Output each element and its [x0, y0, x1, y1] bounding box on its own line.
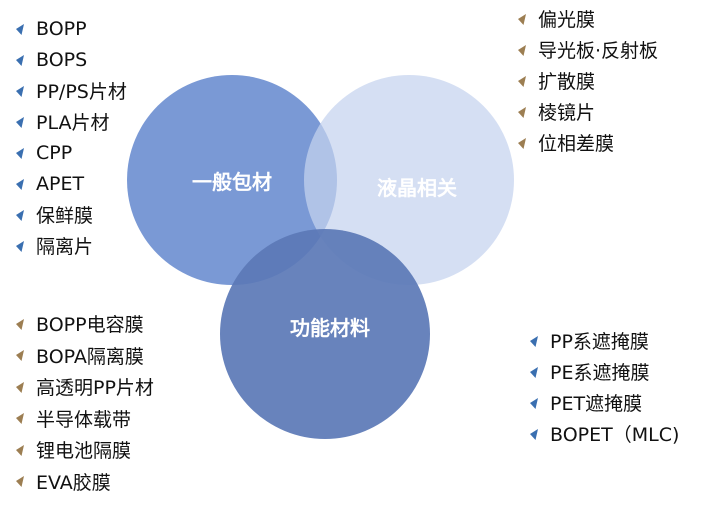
pin-bullet-icon [518, 13, 526, 25]
list-masking-films: PP系遮掩膜 PE系遮掩膜 PET遮掩膜 BOPET（MLC) [527, 325, 679, 449]
circle-label-right: 液晶相关 [377, 176, 457, 200]
circle-lcd-related [304, 75, 514, 285]
pin-bullet-icon [16, 23, 24, 35]
pin-bullet-icon [16, 444, 24, 456]
pin-bullet-icon [16, 54, 24, 66]
pin-bullet-icon [530, 428, 538, 440]
pin-bullet-icon [16, 116, 24, 128]
list-item: 保鲜膜 [13, 199, 127, 230]
pin-bullet-icon [16, 476, 24, 488]
pin-bullet-icon [530, 335, 538, 347]
list-item: PLA片材 [13, 106, 127, 137]
list-item: PET遮掩膜 [527, 387, 679, 418]
list-item: 偏光膜 [515, 3, 658, 34]
pin-bullet-icon [518, 137, 526, 149]
list-item: 棱镜片 [515, 96, 658, 127]
list-lcd-related: 偏光膜 导光板·反射板 扩散膜 棱镜片 位相差膜 [515, 3, 658, 158]
pin-bullet-icon [16, 178, 24, 190]
list-general-packaging: BOPP BOPS PP/PS片材 PLA片材 CPP APET 保鲜膜 隔离片 [13, 13, 127, 261]
list-item: 扩散膜 [515, 65, 658, 96]
list-item: BOPP [13, 13, 127, 44]
pin-bullet-icon [518, 44, 526, 56]
list-item: 锂电池隔膜 [13, 434, 154, 466]
pin-bullet-icon [16, 381, 24, 393]
circle-label-left: 一般包材 [192, 170, 272, 194]
list-item: BOPA隔离膜 [13, 340, 154, 372]
pin-bullet-icon [16, 240, 24, 252]
list-item: APET [13, 168, 127, 199]
pin-bullet-icon [530, 397, 538, 409]
list-item: PP/PS片材 [13, 75, 127, 106]
list-item: EVA胶膜 [13, 466, 154, 498]
pin-bullet-icon [16, 318, 24, 330]
pin-bullet-icon [16, 85, 24, 97]
pin-bullet-icon [16, 350, 24, 362]
pin-bullet-icon [16, 147, 24, 159]
list-item: 导光板·反射板 [515, 34, 658, 65]
pin-bullet-icon [16, 413, 24, 425]
list-item: BOPET（MLC) [527, 418, 679, 449]
list-item: 隔离片 [13, 230, 127, 261]
list-item: 半导体载带 [13, 403, 154, 435]
list-item: BOPP电容膜 [13, 308, 154, 340]
list-item: BOPS [13, 44, 127, 75]
circle-general-packaging [127, 75, 337, 285]
list-item: PE系遮掩膜 [527, 356, 679, 387]
circle-label-bottom: 功能材料 [290, 316, 370, 340]
pin-bullet-icon [530, 366, 538, 378]
list-item: 位相差膜 [515, 127, 658, 158]
list-item: 高透明PP片材 [13, 371, 154, 403]
pin-bullet-icon [518, 106, 526, 118]
list-functional-materials: BOPP电容膜 BOPA隔离膜 高透明PP片材 半导体载带 锂电池隔膜 EVA胶… [13, 308, 154, 497]
list-item: PP系遮掩膜 [527, 325, 679, 356]
pin-bullet-icon [518, 75, 526, 87]
list-item: CPP [13, 137, 127, 168]
pin-bullet-icon [16, 209, 24, 221]
circle-functional-materials [220, 229, 430, 439]
